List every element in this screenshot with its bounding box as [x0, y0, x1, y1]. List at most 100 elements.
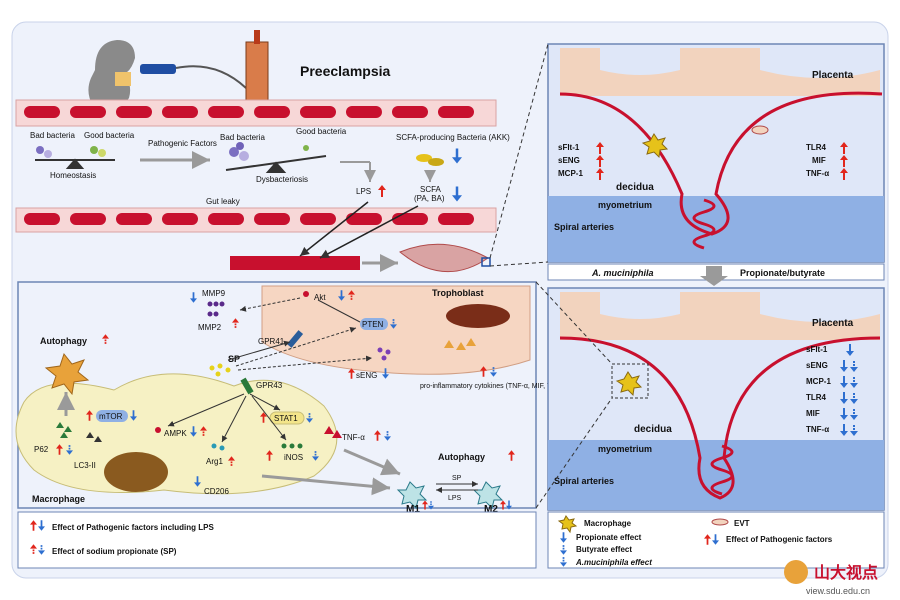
placenta-villi-bottom [560, 292, 880, 340]
akt-node-icon [303, 291, 309, 297]
label-scfa-producing: SCFA-producing Bacteria (AKK) [396, 133, 510, 142]
spiral-artery-bottom [710, 444, 734, 496]
label-pathogenic-factors: Pathogenic Factors [148, 139, 217, 148]
myometrium-band-top [548, 196, 884, 262]
label-sflt-bottom: sFlt-1 [806, 345, 828, 354]
label-mif-bottom: MIF [806, 409, 820, 418]
label-good-bacteria-2: Good bacteria [296, 127, 347, 136]
watermark-brand: 山大视点 [814, 563, 878, 582]
macrophage-icon-top [641, 133, 669, 159]
legend-right: Macrophage EVT Propionate effect Butyrat… [547, 511, 885, 569]
label-myometrium-top: myometrium [598, 200, 652, 210]
legend-akk: A.muciniphila effect [575, 558, 652, 567]
title-preeclampsia: Preeclampsia [300, 63, 390, 79]
legend-macrophage-icon [557, 515, 578, 534]
evt-cell-icon-top [751, 125, 769, 135]
label-seng-bottom: sENG [806, 361, 828, 370]
sp-molecules-icon [209, 363, 231, 377]
label-cd206: CD206 [204, 487, 229, 496]
trophoblast-nucleus [446, 304, 510, 328]
placenta-bottom-panel: Placenta sFlt-1 sENG MCP-1 TLR4 MIF TNF-… [547, 287, 885, 511]
label-ampk: AMPK [164, 429, 187, 438]
mmp-molecules-icon [207, 301, 225, 317]
label-mcp-top: MCP-1 [558, 169, 583, 178]
label-cytokines: pro-inflammatory cytokines (TNF-α, MIF, … [420, 383, 581, 390]
legend-macrophage: Macrophage [584, 519, 632, 528]
label-akt: Akt [314, 293, 326, 302]
watermark-logo-icon [784, 560, 808, 584]
legend-butyrate: Butyrate effect [576, 545, 632, 554]
m1-cell-icon [396, 481, 428, 509]
gut-epithelium-leaky [15, 207, 497, 233]
label-autophagy-left: Autophagy [40, 336, 87, 346]
label-tlr4-bottom: TLR4 [806, 393, 827, 402]
label-scfa: SCFA [420, 185, 442, 194]
zoom-box-macrophage [611, 363, 649, 399]
label-gpr41: GPR41 [258, 337, 285, 346]
label-sp: SP [228, 354, 240, 364]
arrow-gpr43-to-inos [251, 395, 287, 441]
label-tlr4-top: TLR4 [806, 143, 827, 152]
placenta-top-panel: Placenta sFlt-1 sENG MCP-1 TLR4 MIF TNF-… [547, 43, 885, 263]
cuff-tube [175, 65, 247, 89]
tnf-molecules-icon [324, 426, 342, 438]
pten-node-icon [360, 318, 388, 330]
bacteria-cluster-icon-2 [229, 142, 309, 161]
label-lc3: LC3-II [74, 461, 96, 470]
arrow-gpr43-to-arg1 [221, 395, 247, 443]
placenta-villi-top [560, 48, 880, 96]
arrow-gpr43-to-ampk [167, 393, 245, 427]
arrow-gpr43-to-stat1 [249, 393, 281, 411]
arrow-sp-to-gpr41 [227, 340, 291, 361]
label-arg1: Arg1 [206, 457, 223, 466]
arg1-molecules-icon [211, 443, 225, 451]
label-trophoblast: Trophoblast [432, 288, 484, 298]
tilted-balance-icon [225, 155, 327, 173]
evt-invasion-bottom [559, 336, 881, 500]
zoom-box-icon [481, 257, 491, 267]
label-inos: iNOS [284, 453, 303, 462]
label-macrophage: Macrophage [32, 494, 85, 504]
gpr43-receptor-icon [240, 377, 254, 395]
arrow-akt-to-mmp [239, 297, 301, 312]
ampk-node-icon [155, 427, 161, 433]
label-m1: M1 [406, 504, 420, 515]
label-bad-bacteria-2: Bad bacteria [220, 133, 265, 142]
akk-bacteria-icon [416, 154, 444, 166]
watermark: 山大视点 view.sdu.edu.cn [784, 560, 878, 596]
label-mmp2: MMP2 [198, 323, 222, 332]
blood-pressure-cuff-icon [140, 64, 176, 74]
blood-vessel-icon [230, 256, 360, 270]
label-tnf-bottom: TNF-α [806, 425, 829, 434]
label-decidua-top: decidua [616, 182, 654, 193]
stat1-node-icon [269, 411, 305, 425]
gut-section: Preeclampsia Bad bacteria Good bacteria … [15, 30, 510, 273]
legend-pathogenic: Effect of Pathogenic factors including L… [52, 523, 214, 532]
label-decidua-bottom: decidua [634, 424, 672, 435]
label-m2: M2 [484, 504, 498, 515]
label-tnf-top: TNF-α [806, 169, 829, 178]
arrow-to-m1 [261, 474, 391, 496]
pregnant-woman-icon [88, 40, 135, 106]
legend-pathogenic-factors: Effect of Pathogenic factors [726, 535, 833, 544]
label-lps: LPS [356, 187, 371, 196]
arrow-scfa-to-vessel [319, 205, 419, 259]
mechanism-panel: Trophoblast Macrophage MMP9 MMP2 Akt PTE… [15, 281, 581, 515]
label-mmp9: MMP9 [202, 289, 226, 298]
label-placenta-bottom: Placenta [812, 318, 854, 329]
label-seng: sENG [356, 371, 377, 380]
transition-arrow-icon [700, 266, 728, 286]
macrophage-icon-bottom [615, 371, 643, 397]
label-myometrium-bottom: myometrium [598, 444, 652, 454]
gpr41-receptor-icon [286, 330, 304, 348]
arrow-lps-to-vessel [299, 201, 369, 257]
label-homeostasis: Homeostasis [50, 171, 96, 180]
macrophage-nucleus [104, 452, 168, 492]
seng-molecules-icon [377, 347, 391, 361]
legend-propionate: Propionate effect [576, 533, 642, 542]
label-scfa-types: (PA, BA) [414, 194, 445, 203]
label-mcp-bottom: MCP-1 [806, 377, 831, 386]
manometer-icon [245, 41, 269, 103]
arrow-tnf-to-m [343, 448, 401, 476]
label-tnf: TNF-α [342, 433, 365, 442]
